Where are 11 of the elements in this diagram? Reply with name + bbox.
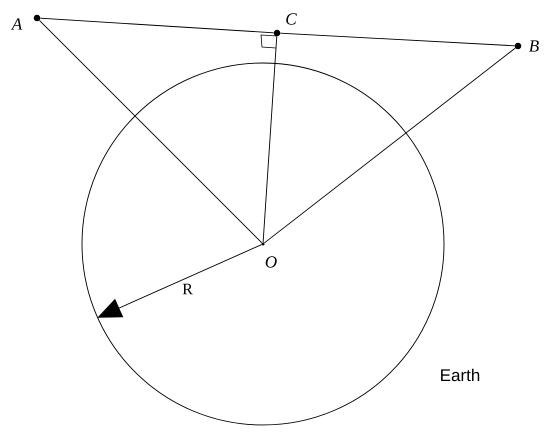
line	[39, 20, 262, 244]
circle-label: Earth	[441, 368, 480, 382]
edge-label: R	[182, 284, 193, 294]
point-label: C	[286, 13, 297, 25]
point-label: A	[10, 18, 22, 30]
line	[262, 36, 278, 243]
point-label: B	[528, 40, 539, 52]
point-label: O	[266, 256, 277, 268]
line	[40, 18, 274, 34]
line	[280, 32, 515, 46]
line	[264, 48, 516, 244]
